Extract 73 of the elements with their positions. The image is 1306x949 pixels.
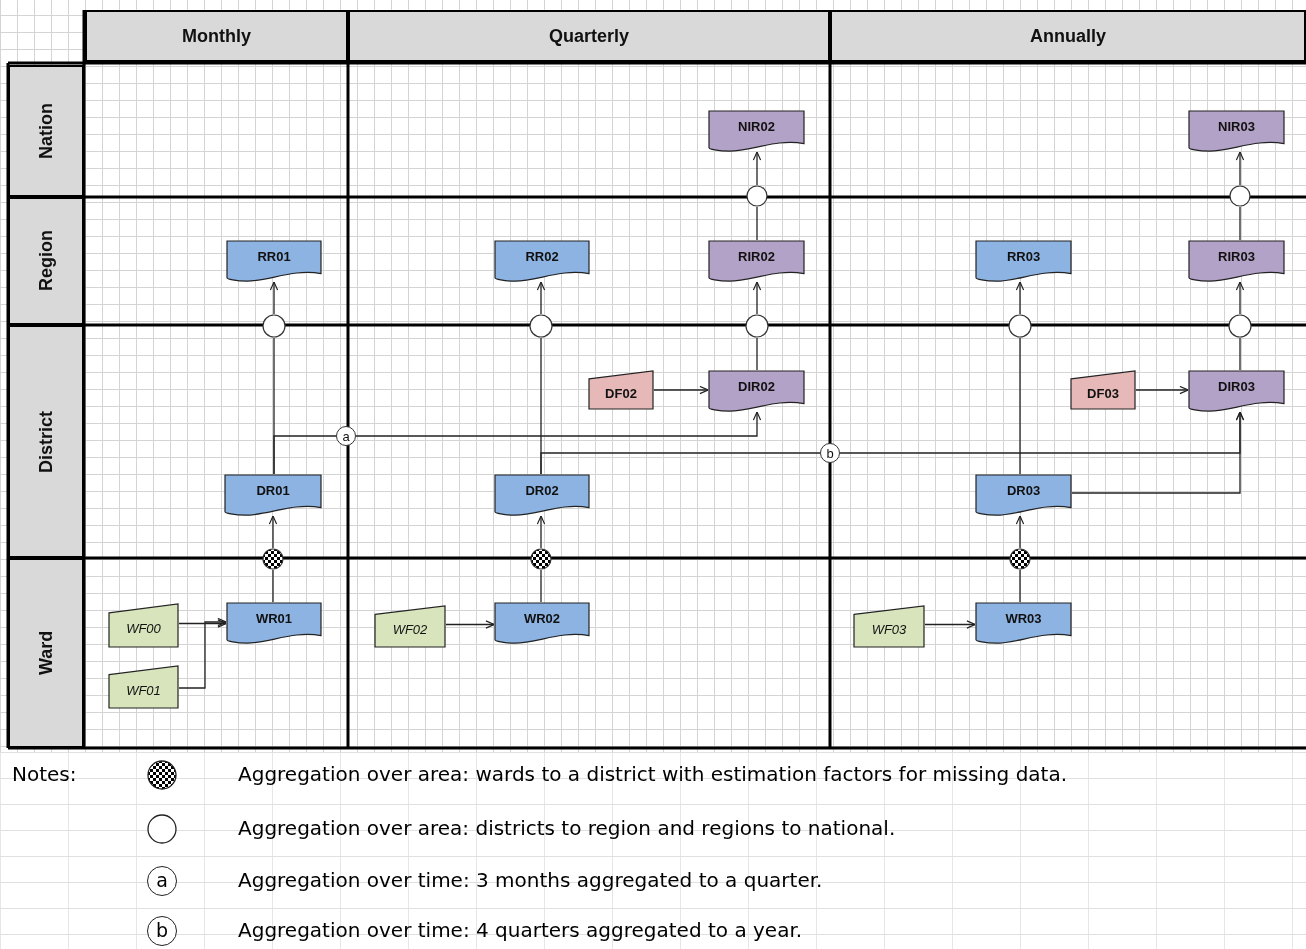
connector-line <box>756 337 758 371</box>
arrow <box>445 620 495 629</box>
arrow <box>1135 385 1189 395</box>
note-text: Aggregation over area: districts to region and regions to national. <box>238 816 896 840</box>
column-header: Monthly <box>85 10 348 62</box>
report-document: WR02 <box>494 602 590 644</box>
aggregation-circle <box>1228 314 1252 338</box>
report-document: WR01 <box>226 602 322 644</box>
arrow <box>355 411 762 437</box>
arrow <box>1015 281 1025 315</box>
input-form: WF01 <box>108 665 179 709</box>
arrow <box>178 617 227 689</box>
arrow <box>178 619 227 628</box>
row-header: Ward <box>8 558 84 748</box>
arrow <box>269 281 279 315</box>
note-text: Aggregation over time: 3 months aggregated to a quarter. <box>238 868 823 892</box>
arrow <box>924 620 976 629</box>
aggregation-circle <box>262 314 286 338</box>
aggregation-letter-circle: b <box>820 443 840 463</box>
note-text: Aggregation over area: wards to a district with estimation factors for missing data. <box>238 762 1068 786</box>
connector-line <box>540 452 821 475</box>
report-document: NIR02 <box>708 110 805 152</box>
report-document: RR03 <box>975 240 1072 282</box>
arrow <box>1235 151 1245 186</box>
row-header: District <box>8 325 84 558</box>
report-document: RR01 <box>226 240 322 282</box>
arrow <box>1235 281 1245 315</box>
connector-line <box>1239 206 1241 241</box>
checkered-circle <box>1009 548 1031 570</box>
aggregation-circle <box>745 314 769 338</box>
connector-line <box>1019 569 1021 603</box>
arrow <box>268 515 278 549</box>
arrow <box>752 281 762 315</box>
row-header: Region <box>8 197 84 325</box>
report-document: RIR02 <box>708 240 805 282</box>
report-document: RR02 <box>494 240 590 282</box>
report-document: WR03 <box>975 602 1072 644</box>
connector-line <box>273 435 337 475</box>
checkered-circle <box>262 548 284 570</box>
connector-line <box>756 206 758 241</box>
report-document: DR01 <box>224 474 322 516</box>
aggregation-letter-circle: a <box>336 426 356 446</box>
note-text: Aggregation over time: 4 quarters aggregated to a year. <box>238 918 803 942</box>
connector-line <box>272 569 274 603</box>
aggregation-circle <box>1229 185 1251 207</box>
report-document: RIR03 <box>1188 240 1285 282</box>
column-header: Quarterly <box>348 10 830 62</box>
column-header: Annually <box>830 10 1306 62</box>
report-document: DR02 <box>494 474 590 516</box>
arrow <box>1015 515 1025 549</box>
report-document: DR03 <box>975 474 1072 516</box>
report-document: DIR03 <box>1188 370 1285 412</box>
aggregation-circle <box>529 314 553 338</box>
notes-heading: Notes: <box>12 762 77 786</box>
arrow <box>653 385 709 395</box>
input-form: WF03 <box>853 605 925 648</box>
connector-line <box>1239 337 1241 371</box>
arrow <box>1071 411 1245 494</box>
input-form: DF02 <box>588 370 654 410</box>
connector-line <box>1019 337 1021 475</box>
input-form: WF02 <box>374 605 446 648</box>
arrow <box>536 281 546 315</box>
input-form: DF03 <box>1070 370 1136 410</box>
input-form: WF00 <box>108 603 179 648</box>
connector-line <box>540 569 542 603</box>
arrow <box>752 151 762 186</box>
checkered-circle <box>530 548 552 570</box>
report-document: NIR03 <box>1188 110 1285 152</box>
row-header: Nation <box>8 65 84 197</box>
aggregation-circle <box>746 185 768 207</box>
report-document: DIR02 <box>708 370 805 412</box>
arrow <box>536 515 546 549</box>
aggregation-circle <box>1008 314 1032 338</box>
